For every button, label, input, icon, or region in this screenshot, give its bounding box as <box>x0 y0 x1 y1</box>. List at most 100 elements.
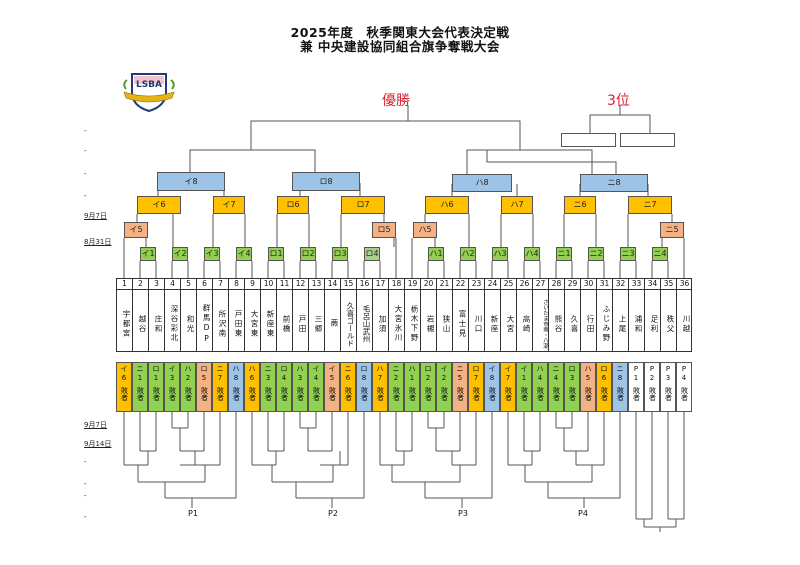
team-name: 秩父 <box>660 290 676 352</box>
side-date: 9月7日 <box>84 421 107 429</box>
game-box-ni8: ニ8 <box>580 174 648 192</box>
team-number: 6 <box>196 278 212 290</box>
champion-label: 優勝 <box>382 93 410 109</box>
divider <box>116 289 692 290</box>
team-number: 22 <box>452 278 468 290</box>
team-number: 30 <box>580 278 596 290</box>
loser-text: 敗者 <box>136 387 145 401</box>
team-name: 大宮氷川 <box>388 290 404 352</box>
loser-text: 敗者 <box>184 387 193 401</box>
loser-text: 敗者 <box>472 387 481 401</box>
loser-text: 敗者 <box>200 387 209 401</box>
team-name: 足利 <box>644 290 660 352</box>
loser-text: 敗者 <box>424 387 433 401</box>
playoff-label-p4: P4 <box>578 509 588 518</box>
side-date: - <box>84 192 87 200</box>
loser-text: 敗者 <box>680 387 689 401</box>
team-name: 群馬DP <box>196 290 212 352</box>
loser-text: 敗者 <box>376 387 385 401</box>
team-name: さいたま市南・八潮 <box>532 290 548 352</box>
game-box-i7: イ7 <box>213 196 245 214</box>
loser-text: 敗者 <box>232 387 241 401</box>
team-number: 17 <box>372 278 388 290</box>
game-box-ha8: ハ8 <box>452 174 512 192</box>
team-number: 34 <box>644 278 660 290</box>
side-date: 9月7日 <box>84 212 107 220</box>
loser-text: 敗者 <box>312 387 321 401</box>
team-number: 18 <box>388 278 404 290</box>
game-box-ha2: ハ2 <box>460 247 476 261</box>
team-number: 33 <box>628 278 644 290</box>
team-number: 11 <box>276 278 292 290</box>
loser-text: 敗者 <box>168 387 177 401</box>
game-box-ni3: ニ3 <box>620 247 636 261</box>
side-date: - <box>84 480 87 488</box>
game-box-i4: イ4 <box>236 247 252 261</box>
game-box-ha4: ハ4 <box>524 247 540 261</box>
team-number: 15 <box>340 278 356 290</box>
team-number: 31 <box>596 278 612 290</box>
team-number: 28 <box>548 278 564 290</box>
game-box-ro7: ロ7 <box>341 196 385 214</box>
team-number: 2 <box>132 278 148 290</box>
loser-text: 敗者 <box>392 387 401 401</box>
svg-text:LSBA: LSBA <box>136 80 162 90</box>
side-date: 8月31日 <box>84 238 112 246</box>
loser-text: 敗者 <box>520 387 529 401</box>
game-box-ha1: ハ1 <box>428 247 444 261</box>
team-number: 20 <box>420 278 436 290</box>
side-date: - <box>84 492 87 500</box>
team-name: 富士見 <box>452 290 468 352</box>
game-box-ha3: ハ3 <box>492 247 508 261</box>
team-number: 21 <box>436 278 452 290</box>
playoff-label-p2: P2 <box>328 509 338 518</box>
game-box-ni6: ニ6 <box>564 196 596 214</box>
team-number: 3 <box>148 278 164 290</box>
team-name: 大宮東 <box>244 290 260 352</box>
game-box-ni2: ニ2 <box>588 247 604 261</box>
game-box-i1: イ1 <box>140 247 156 261</box>
team-number: 9 <box>244 278 260 290</box>
loser-text: 敗者 <box>600 387 609 401</box>
playoff-label-p3: P3 <box>458 509 468 518</box>
game-box-ni4: ニ4 <box>652 247 668 261</box>
game-box-ha6: ハ6 <box>425 196 469 214</box>
team-name: 行田 <box>580 290 596 352</box>
team-number: 14 <box>324 278 340 290</box>
team-number: 7 <box>212 278 228 290</box>
loser-text: 敗者 <box>584 387 593 401</box>
bracket-line <box>486 150 617 174</box>
team-name: 熊谷 <box>548 290 564 352</box>
team-number: 35 <box>660 278 676 290</box>
loser-text: 敗者 <box>152 387 161 401</box>
team-number: 25 <box>500 278 516 290</box>
title-line-1: 2025年度 秋季関東大会代表決定戦 <box>290 25 510 40</box>
game-box-ro4: ロ4 <box>364 247 380 261</box>
loser-text: 敗者 <box>456 387 465 401</box>
game-box-i6: イ6 <box>137 196 181 214</box>
